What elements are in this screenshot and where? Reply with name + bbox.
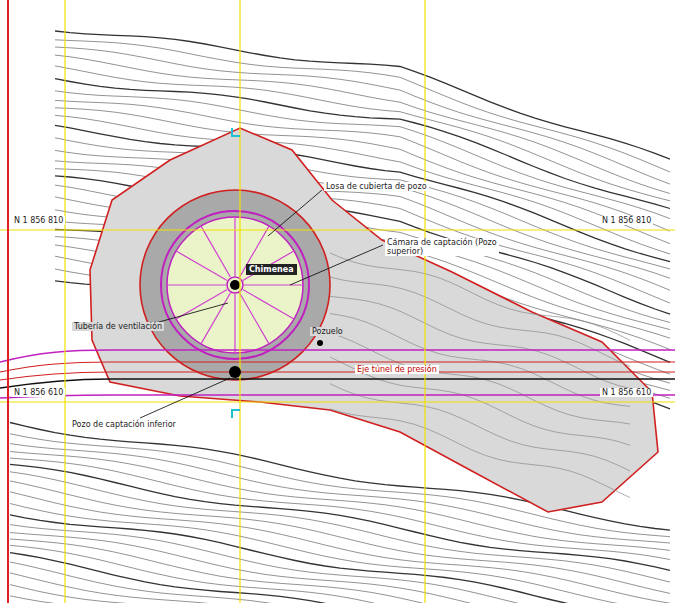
callout-label: Tubería de ventilación	[72, 322, 164, 331]
chimney-label: Chimenea	[246, 264, 297, 275]
contour-line	[330, 296, 630, 388]
leader-lines	[130, 190, 383, 418]
contour-line	[330, 277, 630, 366]
contour-line	[330, 384, 630, 471]
contour-line	[10, 573, 670, 603]
contour-line	[10, 533, 670, 603]
sump-dot	[317, 340, 323, 346]
axis-label: Eje túnel de presión	[355, 365, 439, 374]
callout-label: Losa de cubierta de pozo	[324, 182, 429, 191]
shaft-wall	[161, 211, 309, 359]
contour-line	[10, 553, 670, 603]
excavation-ring	[140, 190, 330, 380]
contour-line	[330, 253, 630, 340]
lower-shaft-dot	[229, 366, 241, 378]
contour-lines	[10, 31, 670, 603]
contour-line	[10, 585, 670, 603]
contour-line	[10, 596, 670, 603]
work-area	[90, 128, 658, 512]
shaft-spokes	[167, 217, 303, 353]
callout-label: Cámara de captación (Pozo superior)	[385, 238, 499, 256]
chimney-dot	[230, 280, 240, 290]
callout-label: Pozo de captación inferior	[70, 420, 178, 429]
coordinate-label: N 1 856 610	[600, 388, 653, 397]
coordinate-label: N 1 856 810	[12, 216, 65, 225]
shaft-floor	[167, 217, 303, 353]
contour-line	[330, 357, 630, 445]
callout-label: Pozuelo	[310, 327, 345, 336]
inner-contours	[330, 253, 630, 498]
contour-line	[10, 525, 670, 603]
contour-line	[10, 515, 670, 603]
chimney-ring	[227, 277, 243, 293]
section-marks	[232, 128, 240, 418]
contour-line	[55, 47, 670, 184]
contour-line	[330, 314, 630, 407]
contour-line	[10, 539, 670, 603]
contour-line	[330, 409, 630, 498]
pipes	[0, 350, 675, 398]
coordinate-label: N 1 856 810	[600, 216, 653, 225]
boundary-line	[7, 0, 9, 603]
coordinate-label: N 1 856 610	[12, 388, 65, 397]
contour-line	[55, 31, 670, 159]
contour-line	[10, 562, 670, 603]
